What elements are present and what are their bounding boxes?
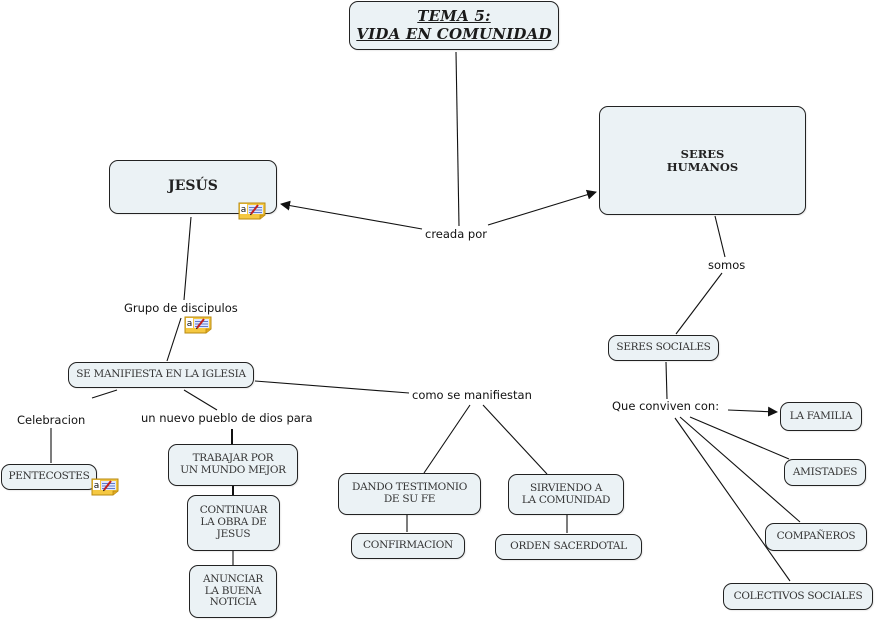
link-label-que-conviven[interactable]: Que conviven con: [611, 399, 721, 413]
link-sociales-conviven [665, 361, 668, 400]
node-colectivos-sociales[interactable]: COLECTIVOS SOCIALES [723, 583, 873, 610]
node-orden-sacerdotal[interactable]: ORDEN SACERDOTAL [495, 534, 642, 560]
link-label-nuevo-pueblo[interactable]: un nuevo pueblo de dios para [140, 411, 314, 425]
link-title-creada [455, 51, 460, 227]
svg-text:a: a [94, 481, 100, 491]
note-annotation-icon[interactable]: a [238, 202, 266, 220]
link-label-creada-por[interactable]: creada por [424, 227, 488, 241]
node-confirmacion[interactable]: CONFIRMACION [351, 533, 465, 559]
link-conviven-colectivos [674, 417, 791, 582]
link-label-somos[interactable]: somos [707, 258, 747, 272]
note-annotation-icon[interactable]: a [91, 478, 119, 496]
node-anunciar-buena-noticia[interactable]: ANUNCIAR LA BUENA NOTICIA [189, 565, 277, 618]
svg-text:a: a [187, 319, 193, 329]
node-jesus[interactable]: JESÚS [109, 160, 277, 214]
link-seres-somos [714, 215, 726, 258]
node-companeros[interactable]: COMPAÑEROS [765, 523, 867, 551]
link-conviven-companeros [679, 416, 801, 523]
link-label-celebracion[interactable]: Celebracion [16, 413, 87, 427]
node-sirviendo-comunidad[interactable]: SIRVIENDO A LA COMUNIDAD [508, 474, 624, 515]
link-como-sirviendo [482, 404, 548, 475]
link-creada-jesus [280, 200, 423, 230]
node-dando-testimonio[interactable]: DANDO TESTIMONIO DE SU FE [338, 473, 481, 515]
link-iglesia-celebracion [91, 389, 118, 399]
link-iglesia-pueblo [183, 389, 218, 411]
link-como-testimonio [423, 404, 471, 474]
link-label-grupo-discipulos[interactable]: Grupo de discipulos [123, 301, 239, 315]
node-seres-sociales[interactable]: SERES SOCIALES [608, 335, 719, 361]
node-amistades[interactable]: AMISTADES [784, 459, 866, 486]
node-trabajar-mundo-mejor[interactable]: TRABAJAR POR UN MUNDO MEJOR [168, 444, 298, 486]
link-iglesia-como [254, 380, 410, 394]
node-seres-humanos[interactable]: SERES HUMANOS [599, 106, 806, 215]
link-creada-seres [487, 189, 597, 226]
node-title[interactable]: TEMA 5: VIDA EN COMUNIDAD [349, 1, 559, 50]
node-la-familia[interactable]: LA FAMILIA [780, 402, 862, 431]
link-somos-sociales [675, 272, 723, 335]
link-conviven-amistades [689, 416, 790, 460]
link-conviven-familia [727, 406, 778, 417]
link-label-como-se-manifiestan[interactable]: como se manifiestan [411, 388, 533, 402]
link-grupo-iglesia [166, 317, 182, 362]
node-pentecostes[interactable]: PENTECOSTES [1, 464, 97, 490]
node-continuar-obra-jesus[interactable]: CONTINUAR LA OBRA DE JESUS [187, 495, 280, 551]
node-se-manifiesta-iglesia[interactable]: SE MANIFIESTA EN LA IGLESIA [68, 362, 254, 388]
svg-text:a: a [241, 205, 247, 215]
link-jesus-grupo [183, 216, 192, 301]
note-annotation-icon[interactable]: a [184, 316, 212, 334]
